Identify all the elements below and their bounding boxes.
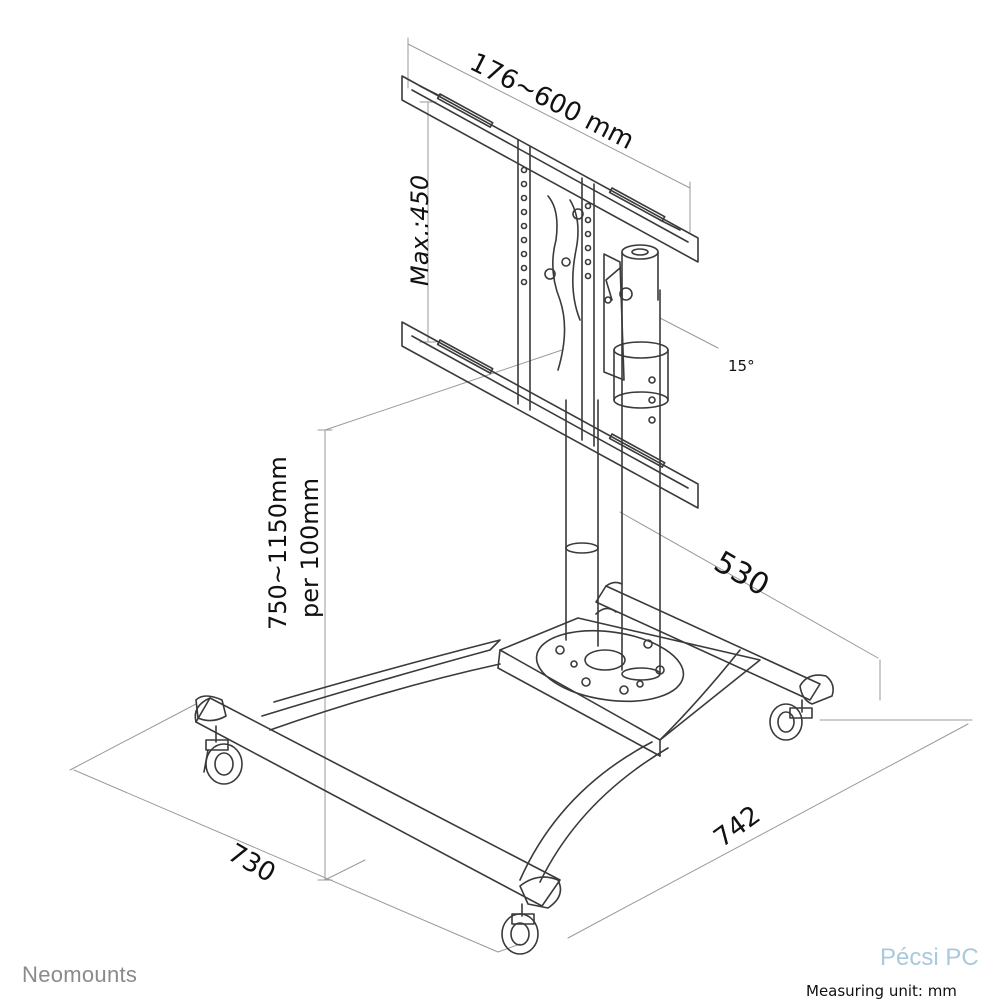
- base-left-label: 730: [223, 838, 281, 889]
- column: [565, 244, 669, 681]
- caster-front-left: [203, 725, 243, 785]
- rail-holes-right: [584, 202, 592, 280]
- tilt-label: 15°: [728, 357, 755, 375]
- brand-logo: Neomounts: [22, 962, 138, 987]
- base-frame: [194, 581, 834, 909]
- rail-holes-left: [520, 166, 528, 286]
- vesa-width-label: 176~600 mm: [465, 48, 639, 156]
- height-range-label: 750~1150mm: [264, 456, 292, 630]
- vesa-height-label: Max.:450: [406, 175, 434, 286]
- caster-back-right: [769, 699, 813, 741]
- height-step-label: per 100mm: [296, 478, 324, 618]
- measuring-unit-note: Measuring unit: mm: [806, 982, 957, 1000]
- vesa-plate: [401, 75, 699, 509]
- base-width-label: 742: [708, 800, 766, 853]
- dimension-lines: [69, 37, 973, 953]
- watermark: Pécsi PC: [880, 944, 979, 971]
- caster-front-right: [501, 903, 539, 955]
- base-depth-label: 530: [708, 545, 775, 604]
